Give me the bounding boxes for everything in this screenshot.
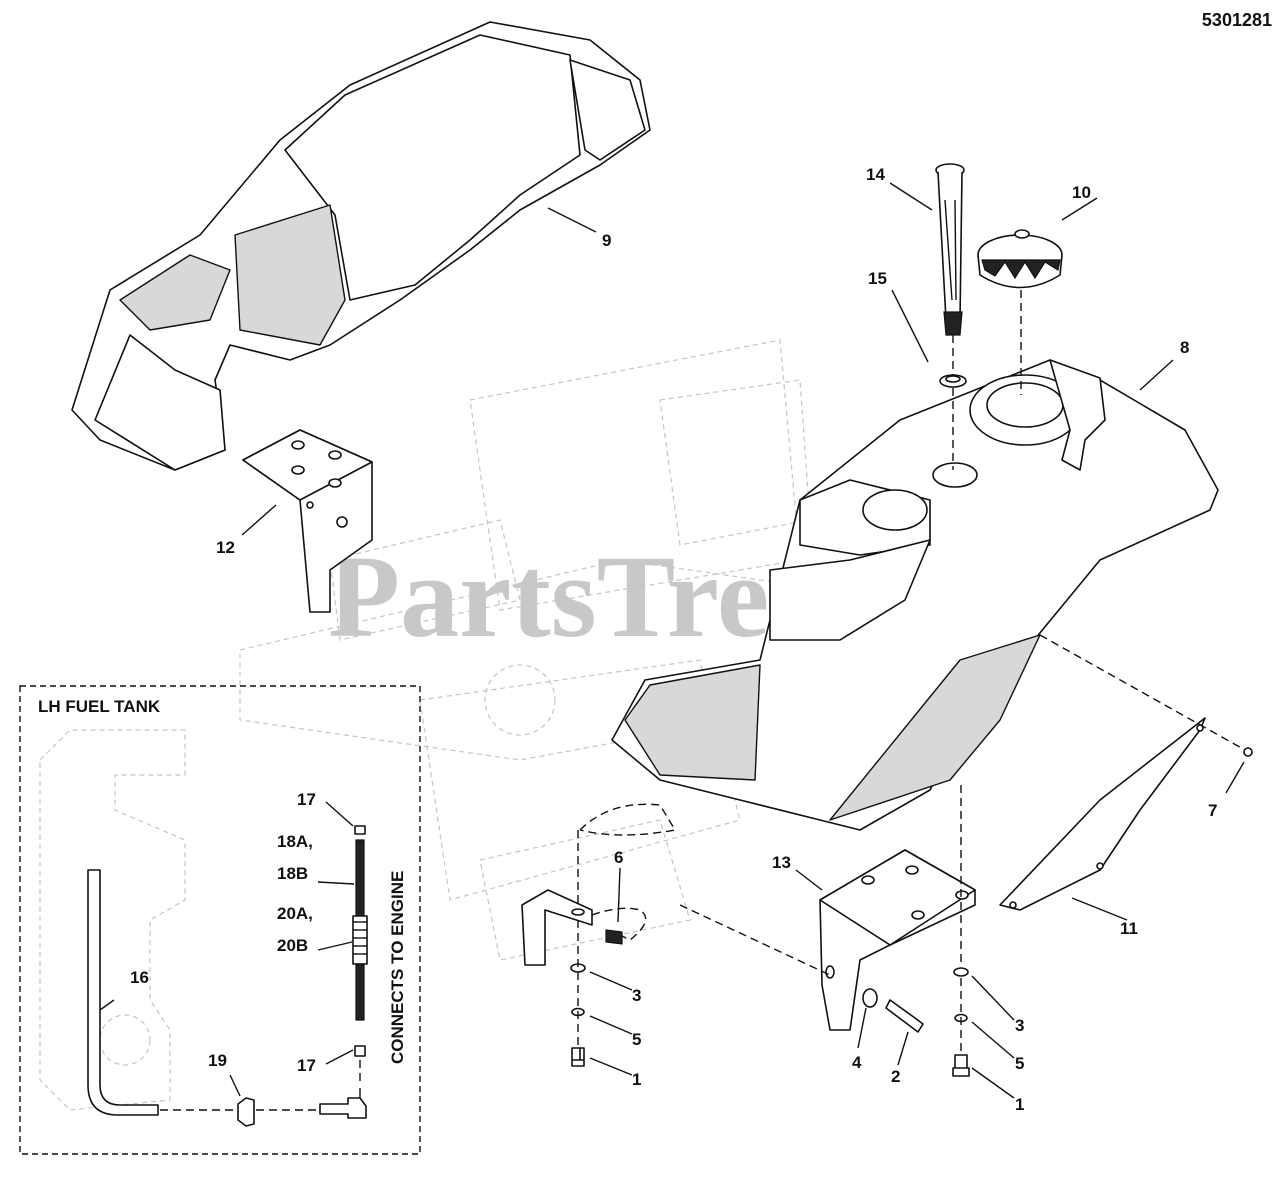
screw-7 <box>1243 747 1253 757</box>
spring-coils <box>353 921 367 955</box>
svg-text:PartsTree: PartsTree <box>328 531 822 662</box>
part-17b-clamp <box>354 1045 366 1057</box>
leader-lines <box>99 182 1245 1099</box>
washer-4 <box>862 988 878 1008</box>
callout-9: 9 <box>602 231 611 250</box>
washer-3b <box>953 967 969 977</box>
callout-6: 6 <box>614 848 623 867</box>
part-11-shield <box>999 717 1206 911</box>
callout-15: 15 <box>868 269 887 288</box>
connects-to-engine-note: CONNECTS TO ENGINE <box>388 871 407 1064</box>
document-number: 5301281 <box>1202 10 1272 30</box>
callout-3b: 3 <box>1015 1016 1024 1035</box>
fitting <box>319 1097 367 1119</box>
lh-fuel-tank-inset: LH FUEL TANK CONNECTS TO ENGINE <box>19 685 421 1155</box>
callout-8: 8 <box>1180 338 1189 357</box>
left-small-bracket <box>521 889 593 966</box>
part-15-grommet <box>939 374 967 388</box>
callout-10: 10 <box>1072 183 1091 202</box>
callout-20b: 20B <box>277 936 308 955</box>
callout-3a: 3 <box>632 986 641 1005</box>
callout-4: 4 <box>852 1053 862 1072</box>
part-14-fuel-gauge <box>935 163 965 336</box>
nut-6 <box>605 929 623 945</box>
part-18-hose-upper <box>355 839 365 917</box>
part-19-filter <box>237 1097 255 1127</box>
callout-17b: 17 <box>297 1056 316 1075</box>
part-10-fuel-cap <box>977 229 1063 289</box>
callout-19: 19 <box>208 1051 227 1070</box>
callout-2: 2 <box>891 1067 900 1086</box>
part-18-hose-lower <box>355 963 365 1021</box>
part-12-bracket <box>242 429 373 613</box>
callout-11: 11 <box>1120 919 1138 938</box>
callout-18a: 18A, <box>277 832 313 851</box>
callout-1b: 1 <box>1015 1095 1024 1114</box>
bolt-1b <box>952 1054 970 1077</box>
callout-16: 16 <box>130 968 149 987</box>
part-16-tube <box>87 869 159 1116</box>
callout-14: 14 <box>866 165 885 184</box>
callout-5a: 5 <box>632 1030 641 1049</box>
assembly-lines <box>577 290 1246 1052</box>
callout-1a: 1 <box>632 1070 641 1089</box>
bolt-2 <box>885 999 924 1033</box>
part-9-console-shell <box>71 21 651 471</box>
hardware <box>570 747 1253 1077</box>
callout-18b: 18B <box>277 864 308 883</box>
callout-7: 7 <box>1208 801 1217 820</box>
part-20-spring <box>352 915 368 965</box>
callout-5b: 5 <box>1015 1054 1024 1073</box>
part-8-fuel-tank <box>611 359 1219 831</box>
callouts: 9 14 10 15 8 12 7 11 13 6 3 5 1 3 5 1 4 … <box>130 165 1217 1114</box>
callout-13: 13 <box>772 853 791 872</box>
inset-border <box>19 685 421 1155</box>
watermark: PartsTree ™ <box>328 531 946 662</box>
inset-title: LH FUEL TANK <box>38 697 161 716</box>
part-13-bracket <box>819 849 976 1031</box>
part-17a-clamp <box>354 825 366 835</box>
callout-12: 12 <box>216 538 235 557</box>
callout-20a: 20A, <box>277 904 313 923</box>
callout-17a: 17 <box>297 790 316 809</box>
bolt-1a <box>571 1047 585 1067</box>
